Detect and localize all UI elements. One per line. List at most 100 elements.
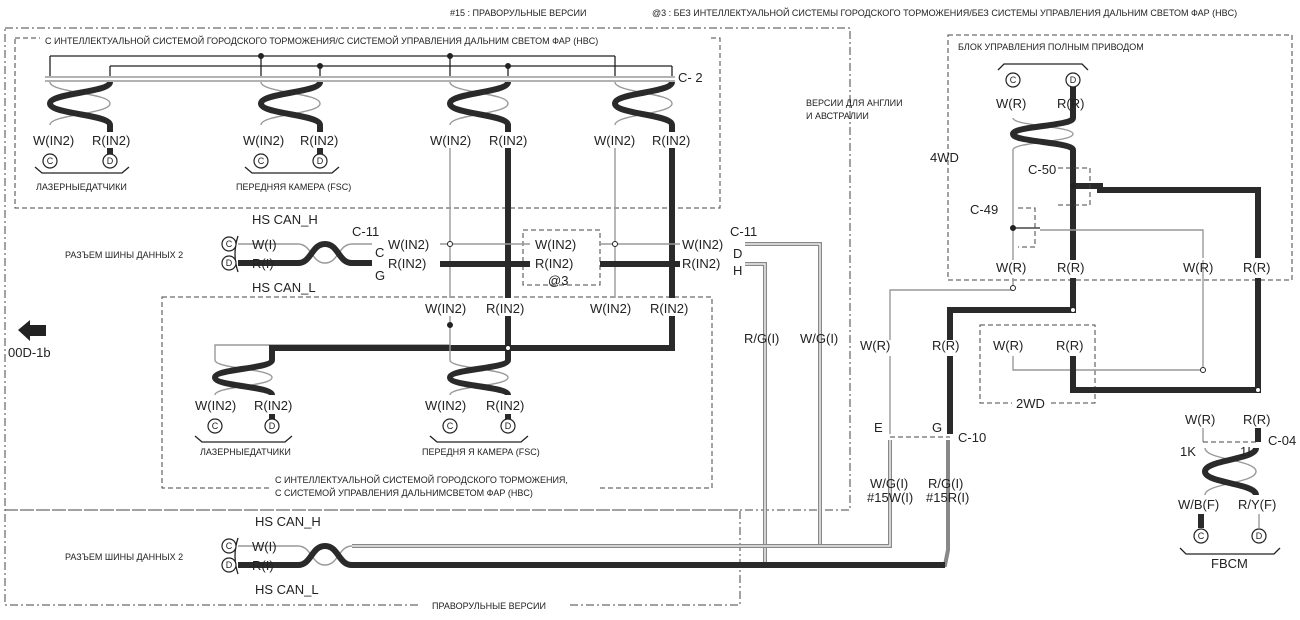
wire-label: R(IN2) <box>535 256 573 271</box>
wire-white <box>297 545 353 566</box>
wire-label: R(R) <box>1243 260 1270 275</box>
pin-c <box>221 538 237 554</box>
page-ref-label[interactable]: 00D-1b <box>8 345 51 360</box>
connector-c50: C-50 <box>1028 162 1056 177</box>
wire-label: W(IN2) <box>195 398 236 413</box>
wire-red <box>947 278 1076 340</box>
upper-dlc: РАЗЪЕМ ШИНЫ ДАННЫХ 2 C D W(I) R(I) HS CA… <box>65 212 757 295</box>
junction-dot <box>447 322 453 328</box>
page-ref[interactable]: 00D-1b <box>8 320 51 360</box>
arrow-left-icon[interactable] <box>18 320 46 341</box>
wire-red-twisted <box>257 80 323 127</box>
connector-c11: C-11 <box>730 224 757 239</box>
dlc-name: РАЗЪЕМ ШИНЫ ДАННЫХ 2 <box>65 250 183 260</box>
wire-label: W(I) <box>252 539 277 554</box>
connector-bracket <box>34 166 340 174</box>
awd-labels: БЛОК УПРАВЛЕНИЯ ПОЛНЫМ ПРИВОДОМ C D W(R)… <box>930 42 1270 275</box>
wire-label: R(IN2) <box>486 301 524 316</box>
pin-c <box>1193 528 1209 544</box>
awd-control-box <box>947 34 1293 281</box>
pin-label: C <box>226 541 233 551</box>
junction-dot <box>447 241 453 247</box>
wire-rg-inner <box>745 263 766 568</box>
pin-d <box>1251 528 1267 544</box>
wire-white <box>214 316 451 360</box>
4wd-label: 4WD <box>930 150 959 165</box>
wire-label: R(IN2) <box>682 256 720 271</box>
connector-c04: C-04 <box>1268 433 1296 448</box>
connector-bracket <box>997 63 1089 71</box>
can-h-label: HS CAN_H <box>255 514 321 529</box>
wire-label: R(IN2) <box>254 398 292 413</box>
junction-dot <box>1255 387 1261 393</box>
wire-label: W(IN2) <box>425 301 466 316</box>
pin-c <box>253 153 269 169</box>
wire-label: R(R) <box>1056 338 1083 353</box>
pin-label: E <box>874 420 883 435</box>
lower-dlc: РАЗЪЕМ ШИНЫ ДАННЫХ 2 C D W(I) R(I) HS CA… <box>65 514 570 612</box>
junction-dot <box>505 345 511 351</box>
wire-label: R(IN2) <box>388 256 426 271</box>
lower-box-title: С СИСТЕМОЙ УПРАВЛЕНИЯ ДАЛЬНИМСВЕТОМ ФАР … <box>275 487 533 498</box>
junction-dot <box>1070 307 1076 313</box>
wire-label: #15W(I) <box>867 490 913 505</box>
wire-label: W(IN2) <box>535 237 576 252</box>
option-3-box <box>522 229 601 286</box>
wire-label: R(IN2) <box>489 133 527 148</box>
wire-label: R(R) <box>1057 260 1084 275</box>
wire-red-twisted <box>46 80 113 127</box>
pin-c <box>42 153 58 169</box>
wire-label: W/G(I) <box>870 476 908 491</box>
wire-red <box>269 316 675 360</box>
fbcm-bracket <box>1179 547 1281 555</box>
wire-label: W(R) <box>1183 260 1213 275</box>
wire-red-twisted <box>211 358 275 397</box>
connector-c49: C-49 <box>970 202 998 217</box>
connector-c11: C-11 <box>352 224 379 239</box>
connector-bracket <box>194 435 529 443</box>
wire-white <box>1012 117 1074 151</box>
wire-white <box>260 81 321 126</box>
wire-label: R(IN2) <box>486 398 524 413</box>
wire-label: R(IN2) <box>300 133 338 148</box>
junction-dot <box>1200 367 1206 373</box>
wire-label: W(I) <box>252 237 277 252</box>
wire-white <box>214 359 273 396</box>
junction-dot <box>505 63 511 69</box>
wire-label: R(I) <box>252 558 274 573</box>
wire-white <box>449 359 509 396</box>
pin-label: D <box>505 421 512 431</box>
pin-c <box>442 418 458 434</box>
wire-label: W(IN2) <box>590 301 631 316</box>
uk-australia-box <box>4 27 851 511</box>
pin-label: D <box>226 560 233 570</box>
pin-label: D <box>733 246 742 261</box>
pin-label: D <box>107 156 114 166</box>
pin-label: G <box>932 420 942 435</box>
can-l-label: HS CAN_L <box>252 280 316 295</box>
wire-label: R/G(I) <box>928 476 963 491</box>
wire-label: W(R) <box>1185 412 1215 427</box>
wire-label: W(R) <box>993 338 1023 353</box>
front-camera-label: ПЕРЕДНЯЯ КАМЕРА (FSC) <box>236 182 351 192</box>
pin-d <box>1065 72 1081 88</box>
wire-label: W(IN2) <box>425 398 466 413</box>
wire-label: W(IN2) <box>430 133 471 148</box>
bus-line-r <box>109 65 673 76</box>
pin-d <box>102 153 118 169</box>
fbcm-labels: W(R) R(R) C-04 1K 1I W/B(F) R/Y(F) C D F… <box>1178 412 1296 571</box>
can-h-label: HS CAN_H <box>252 212 318 227</box>
laser-sensors-label: ЛАЗЕРНЫЕДАТЧИКИ <box>36 182 127 192</box>
pin-c <box>221 236 237 252</box>
pin-label: C <box>47 156 54 166</box>
wire-label: R(R) <box>932 338 959 353</box>
connector-c2: C- 2 <box>678 70 703 85</box>
pin-label: D <box>269 421 276 431</box>
wire-white <box>614 81 673 126</box>
uk-label-2: И АВСТРАЛИИ <box>806 111 869 121</box>
wire-red-twisted <box>446 357 511 398</box>
pin-label: C <box>1198 531 1205 541</box>
junction-dot <box>1010 225 1016 231</box>
pin-label: D <box>226 258 233 268</box>
